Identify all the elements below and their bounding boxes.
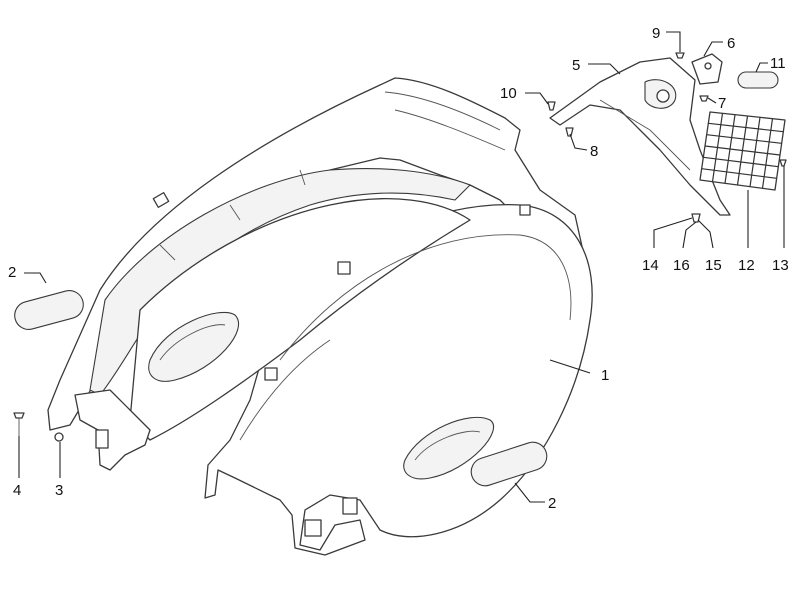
small-parts: [13, 52, 787, 487]
callout-8: 8: [590, 143, 598, 160]
callout-6: 6: [727, 35, 735, 52]
callout-9: 9: [652, 25, 660, 42]
light-support-bracket: [549, 57, 731, 216]
callout-3: 3: [55, 482, 63, 499]
callout-2-bottom: 2: [548, 495, 556, 512]
callout-5: 5: [572, 57, 580, 74]
callout-labels: 1 2 2 3 4 5 6 7 8 9 10 11 12 13 14 15 16: [8, 25, 789, 512]
callout-14: 14: [642, 257, 659, 274]
callout-1: 1: [601, 367, 609, 384]
callout-15: 15: [705, 257, 722, 274]
grid-panel: [699, 111, 786, 191]
leader-lines: [18, 31, 785, 503]
grid-line: [701, 168, 777, 179]
callout-2-left: 2: [8, 264, 16, 281]
callout-13: 13: [772, 257, 789, 274]
rear-body-cowl: [47, 77, 593, 556]
callout-12: 12: [738, 257, 755, 274]
callout-7: 7: [718, 95, 726, 112]
callout-10: 10: [500, 85, 517, 102]
callout-11: 11: [770, 55, 786, 72]
callout-16: 16: [673, 257, 690, 274]
callout-4: 4: [13, 482, 21, 499]
